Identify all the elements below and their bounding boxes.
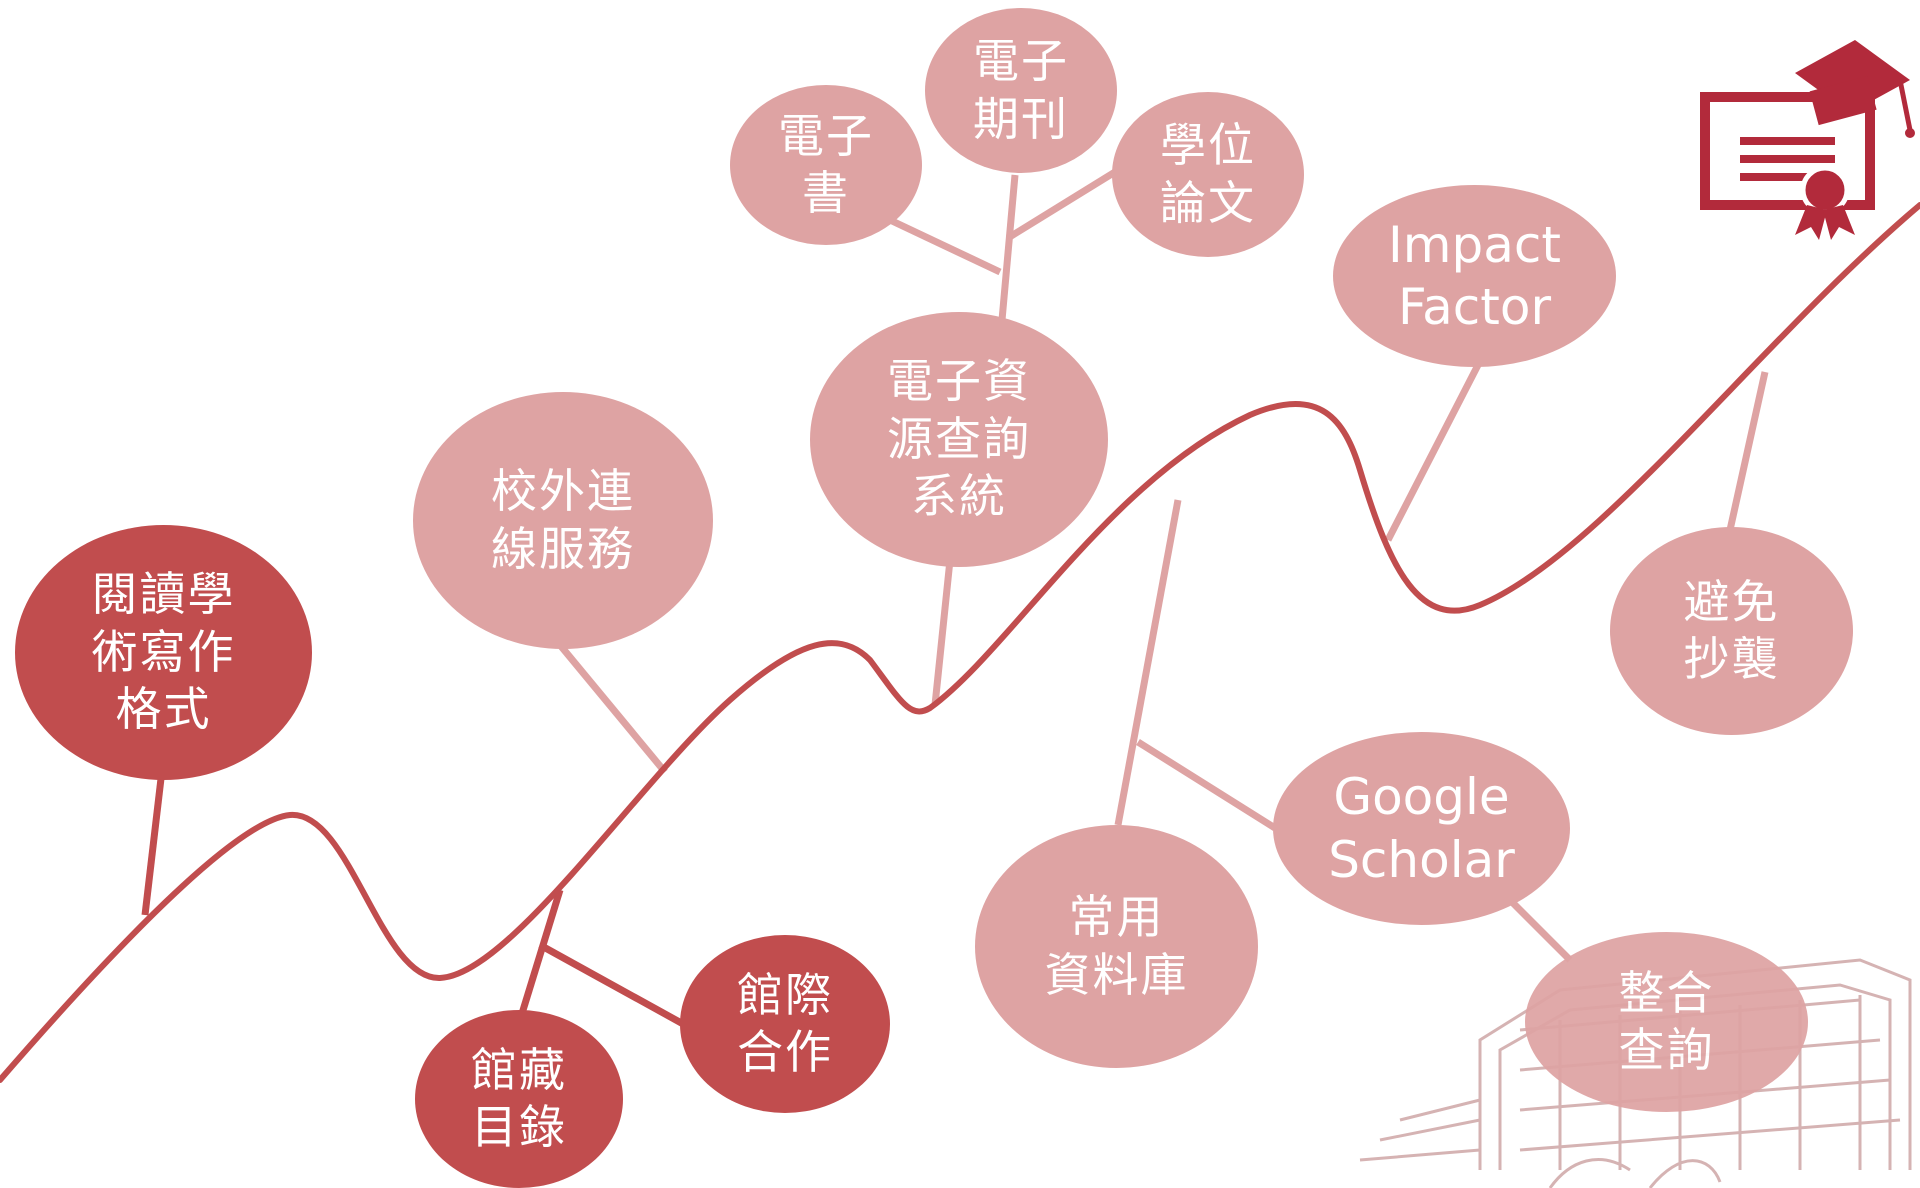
connector-impact xyxy=(1384,363,1482,542)
node-line: 避免 xyxy=(1683,574,1780,629)
node-line: 校外連 xyxy=(491,464,635,518)
node-line: 線服務 xyxy=(491,521,635,576)
node-line: Scholar xyxy=(1328,830,1515,889)
connector-offcampus xyxy=(557,642,668,775)
node-line: Factor xyxy=(1397,278,1552,336)
node-line: 合作 xyxy=(737,1025,833,1079)
node-line: 閱讀學 xyxy=(91,567,236,622)
node-line: 學位 xyxy=(1160,118,1256,172)
node-line: 電子 xyxy=(973,34,1069,88)
node-impact-factor[interactable]: Impact Factor xyxy=(1333,185,1616,367)
node-interlibrary-loan[interactable]: 館際 合作 xyxy=(680,935,890,1113)
node-thesis[interactable]: 學位 論文 xyxy=(1112,92,1304,257)
node-library-catalog[interactable]: 館藏 目錄 xyxy=(415,1010,623,1188)
connector-thesis xyxy=(1006,169,1117,241)
node-line: 抄襲 xyxy=(1683,632,1780,686)
learning-path-curve xyxy=(0,202,1920,1083)
node-line: 電子資 xyxy=(887,354,1031,409)
connector-integrated xyxy=(1507,897,1573,963)
connector-eresource xyxy=(931,559,954,706)
node-integrated-search[interactable]: 整合 查詢 xyxy=(1525,932,1808,1112)
node-off-campus[interactable]: 校外連 線服務 xyxy=(413,392,713,649)
node-common-databases[interactable]: 常用 資料庫 xyxy=(975,825,1258,1068)
node-line: Impact xyxy=(1388,215,1561,274)
connector-reading xyxy=(141,769,166,916)
node-line: 目錄 xyxy=(471,1100,567,1154)
node-line: 格式 xyxy=(115,682,212,737)
node-avoid-plagiarism[interactable]: 避免 抄襲 xyxy=(1610,527,1853,735)
node-line: Google xyxy=(1333,768,1510,826)
node-line: 源查詢 xyxy=(887,411,1031,466)
node-line: 常用 xyxy=(1068,890,1165,944)
node-line: 查詢 xyxy=(1618,1023,1715,1077)
connector-trunk xyxy=(998,174,1019,321)
connector-scholar xyxy=(1136,739,1277,831)
node-google-scholar[interactable]: Google Scholar xyxy=(1273,732,1570,925)
graduation-certificate-icon xyxy=(1700,40,1915,240)
node-ebook[interactable]: 電子 書 xyxy=(730,85,922,245)
node-line: 電子 xyxy=(778,108,874,163)
node-line: 館際 xyxy=(737,967,833,1022)
node-reading-writing-format[interactable]: 閱讀學 術寫作 格式 xyxy=(15,525,312,780)
node-line: 期刊 xyxy=(973,91,1069,146)
connector-catalog xyxy=(516,888,564,1022)
node-line: 書 xyxy=(802,166,850,220)
node-line: 館藏 xyxy=(471,1042,567,1097)
node-line: 術寫作 xyxy=(91,624,236,679)
connector-ebook xyxy=(888,216,1002,276)
node-line: 整合 xyxy=(1618,965,1715,1020)
node-line: 論文 xyxy=(1160,175,1256,230)
node-ejournal[interactable]: 電子 期刊 xyxy=(925,8,1117,173)
node-e-resource-system[interactable]: 電子資 源查詢 系統 xyxy=(810,312,1108,567)
node-line: 資料庫 xyxy=(1044,947,1189,1002)
connector-databases xyxy=(1114,499,1182,826)
connector-ill xyxy=(538,941,687,1029)
node-line: 系統 xyxy=(911,469,1007,524)
connector-plagiarism xyxy=(1726,371,1769,531)
